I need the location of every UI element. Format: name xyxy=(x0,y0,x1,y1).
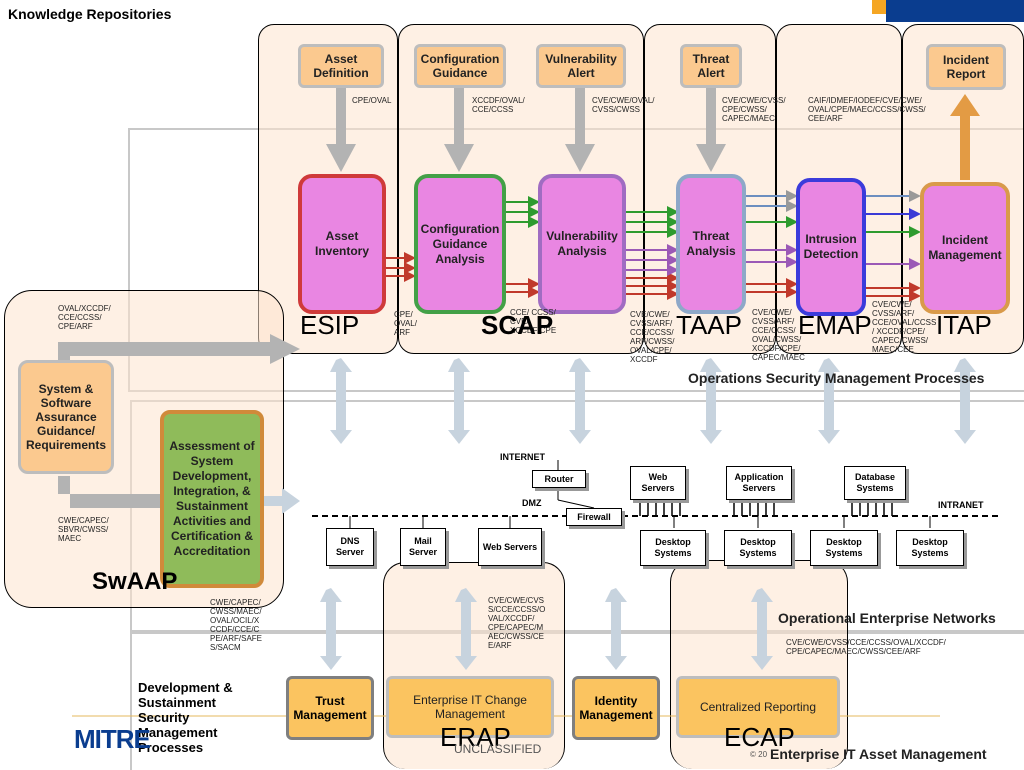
scap-tag: CCE/ CCSS/ CVE/ XCCDF/CPE xyxy=(510,308,557,335)
swaap-label: SwAAP xyxy=(92,568,178,595)
mitre-logo: MITRE xyxy=(74,724,151,754)
asset-definition-box: Asset Definition xyxy=(298,44,384,88)
centralized-reporting-box: Centralized Reporting xyxy=(676,676,840,738)
asset-mgmt-label: Enterprise IT Asset Management xyxy=(770,746,987,762)
itap-label: ITAP xyxy=(936,310,992,340)
page-title: Knowledge Repositories xyxy=(8,6,172,22)
config-tag: XCCDF/OVAL/ CCE/CCSS xyxy=(472,96,525,114)
green-flows xyxy=(504,196,921,238)
intrusion-detection-box: Intrusion Detection xyxy=(796,178,866,316)
web-servers-bottom: Web Servers xyxy=(478,528,542,566)
emap-label: EMAP xyxy=(798,310,872,340)
swa-assessment-box: Assessment of System Development, Integr… xyxy=(160,410,264,588)
threat-alert-box: Threat Alert xyxy=(680,44,742,88)
incident-report-arrow xyxy=(950,94,980,180)
purple-flows xyxy=(625,244,921,276)
app-servers-box: Application Servers xyxy=(726,466,792,500)
desktop-systems-3: Desktop Systems xyxy=(810,530,878,566)
incident-report-box: Incident Report xyxy=(926,44,1006,90)
operations-label: Operations Security Management Processes xyxy=(688,370,985,386)
internet-label: INTERNET xyxy=(500,452,545,462)
configuration-guidance-box: Configuration Guidance xyxy=(414,44,506,88)
change-management-box: Enterprise IT Change Management xyxy=(386,676,554,738)
desktop-systems-4: Desktop Systems xyxy=(896,530,964,566)
blue-flows xyxy=(745,190,921,220)
ecap-label: ECAP xyxy=(724,722,795,752)
vuln-tag: CVE/CWE/OVAL/ CVSS/CWSS xyxy=(592,96,655,114)
identity-management-box: Identity Management xyxy=(572,676,660,740)
desktop-systems-1: Desktop Systems xyxy=(640,530,706,566)
source-arrows xyxy=(326,86,726,172)
asset-inventory-box: Asset Inventory xyxy=(298,174,386,314)
threat-tag: CVE/CWE/CVSS/ CPE/CWSS/ CAPEC/MAEC xyxy=(722,96,786,123)
swa-tag-top: OVAL/XCCDF/ CCE/CCSS/ CPE/ARF xyxy=(58,304,111,331)
itap-tag: CVE/CWE/ CVSS/ARF/ CCE/OVAL/CCSS / XCCDF… xyxy=(872,300,937,354)
dns-server-box: DNS Server xyxy=(326,528,374,566)
copyright-text: © 20 xyxy=(750,750,768,759)
intranet-label: INTRANET xyxy=(938,500,984,510)
db-systems-box: Database Systems xyxy=(844,466,906,500)
dmz-label: DMZ xyxy=(522,498,542,508)
firewall-box: Firewall xyxy=(566,508,622,526)
server-ports xyxy=(639,500,893,516)
esip-label: ESIP xyxy=(300,310,360,340)
vuln-analysis-box: Vulnerability Analysis xyxy=(538,174,626,314)
mail-server-box: Mail Server xyxy=(400,528,446,566)
web-servers-top: Web Servers xyxy=(630,466,686,500)
layer-double-arrows xyxy=(320,358,976,670)
incident-tag: CAIF/IDMEF/IODEF/CVE/CWE/ OVAL/CPE/MAEC/… xyxy=(808,96,926,123)
taap-tag: CVE/CWE/ CVSS/ARF/ CCE/CCSS/ ARF/CWSS/ O… xyxy=(630,310,675,364)
incident-management-box: Incident Management xyxy=(920,182,1010,314)
erap-label: ERAP xyxy=(440,722,511,752)
corner-accent xyxy=(872,0,886,14)
config-analysis-box: Configuration Guidance Analysis xyxy=(414,174,506,314)
scap-label: SCAP xyxy=(481,310,554,340)
swa-tag-left: CWE/CAPEC/ SBVR/CWSS/ MAEC xyxy=(58,516,109,543)
swa-guidance-box: System & Software Assurance Guidance/ Re… xyxy=(18,360,114,474)
corner-brand-bar xyxy=(886,0,1024,22)
desktop-systems-2: Desktop Systems xyxy=(724,530,792,566)
ecap-tag: CVE/CWE/CVSS/CCE/CCSS/OVAL/XCCDF/ CPE/CA… xyxy=(786,638,946,656)
networks-label: Operational Enterprise Networks xyxy=(778,610,996,626)
dev-sustainment-label: Development & Sustainment Security Manag… xyxy=(138,680,233,755)
router-box: Router xyxy=(532,470,586,488)
swaap-arrows xyxy=(58,334,300,516)
vulnerability-alert-box: Vulnerability Alert xyxy=(536,44,626,88)
classification-label: UNCLASSIFIED xyxy=(454,742,542,756)
threat-analysis-box: Threat Analysis xyxy=(676,174,746,314)
trust-management-box: Trust Management xyxy=(286,676,374,740)
esip-tag: CPE/ OVAL/ ARF xyxy=(394,310,417,337)
asset-tag: CPE/OVAL xyxy=(352,96,392,105)
swa-tag-bottom: CWE/CAPEC/ CWSS/MAEC/ OVAL/OCIL/X CCDF/C… xyxy=(210,598,263,652)
erap-tag: CVE/CWE/CVS S/CCE/CCSS/O VAL/XCCDF/ CPE/… xyxy=(488,596,546,650)
emap-tag: CVE/CWE/ CVSS/ARF/ CCE/CCSS/ OVAL/CWSS/ … xyxy=(752,308,805,362)
taap-label: TAAP xyxy=(676,310,742,340)
red-flows xyxy=(384,252,921,302)
